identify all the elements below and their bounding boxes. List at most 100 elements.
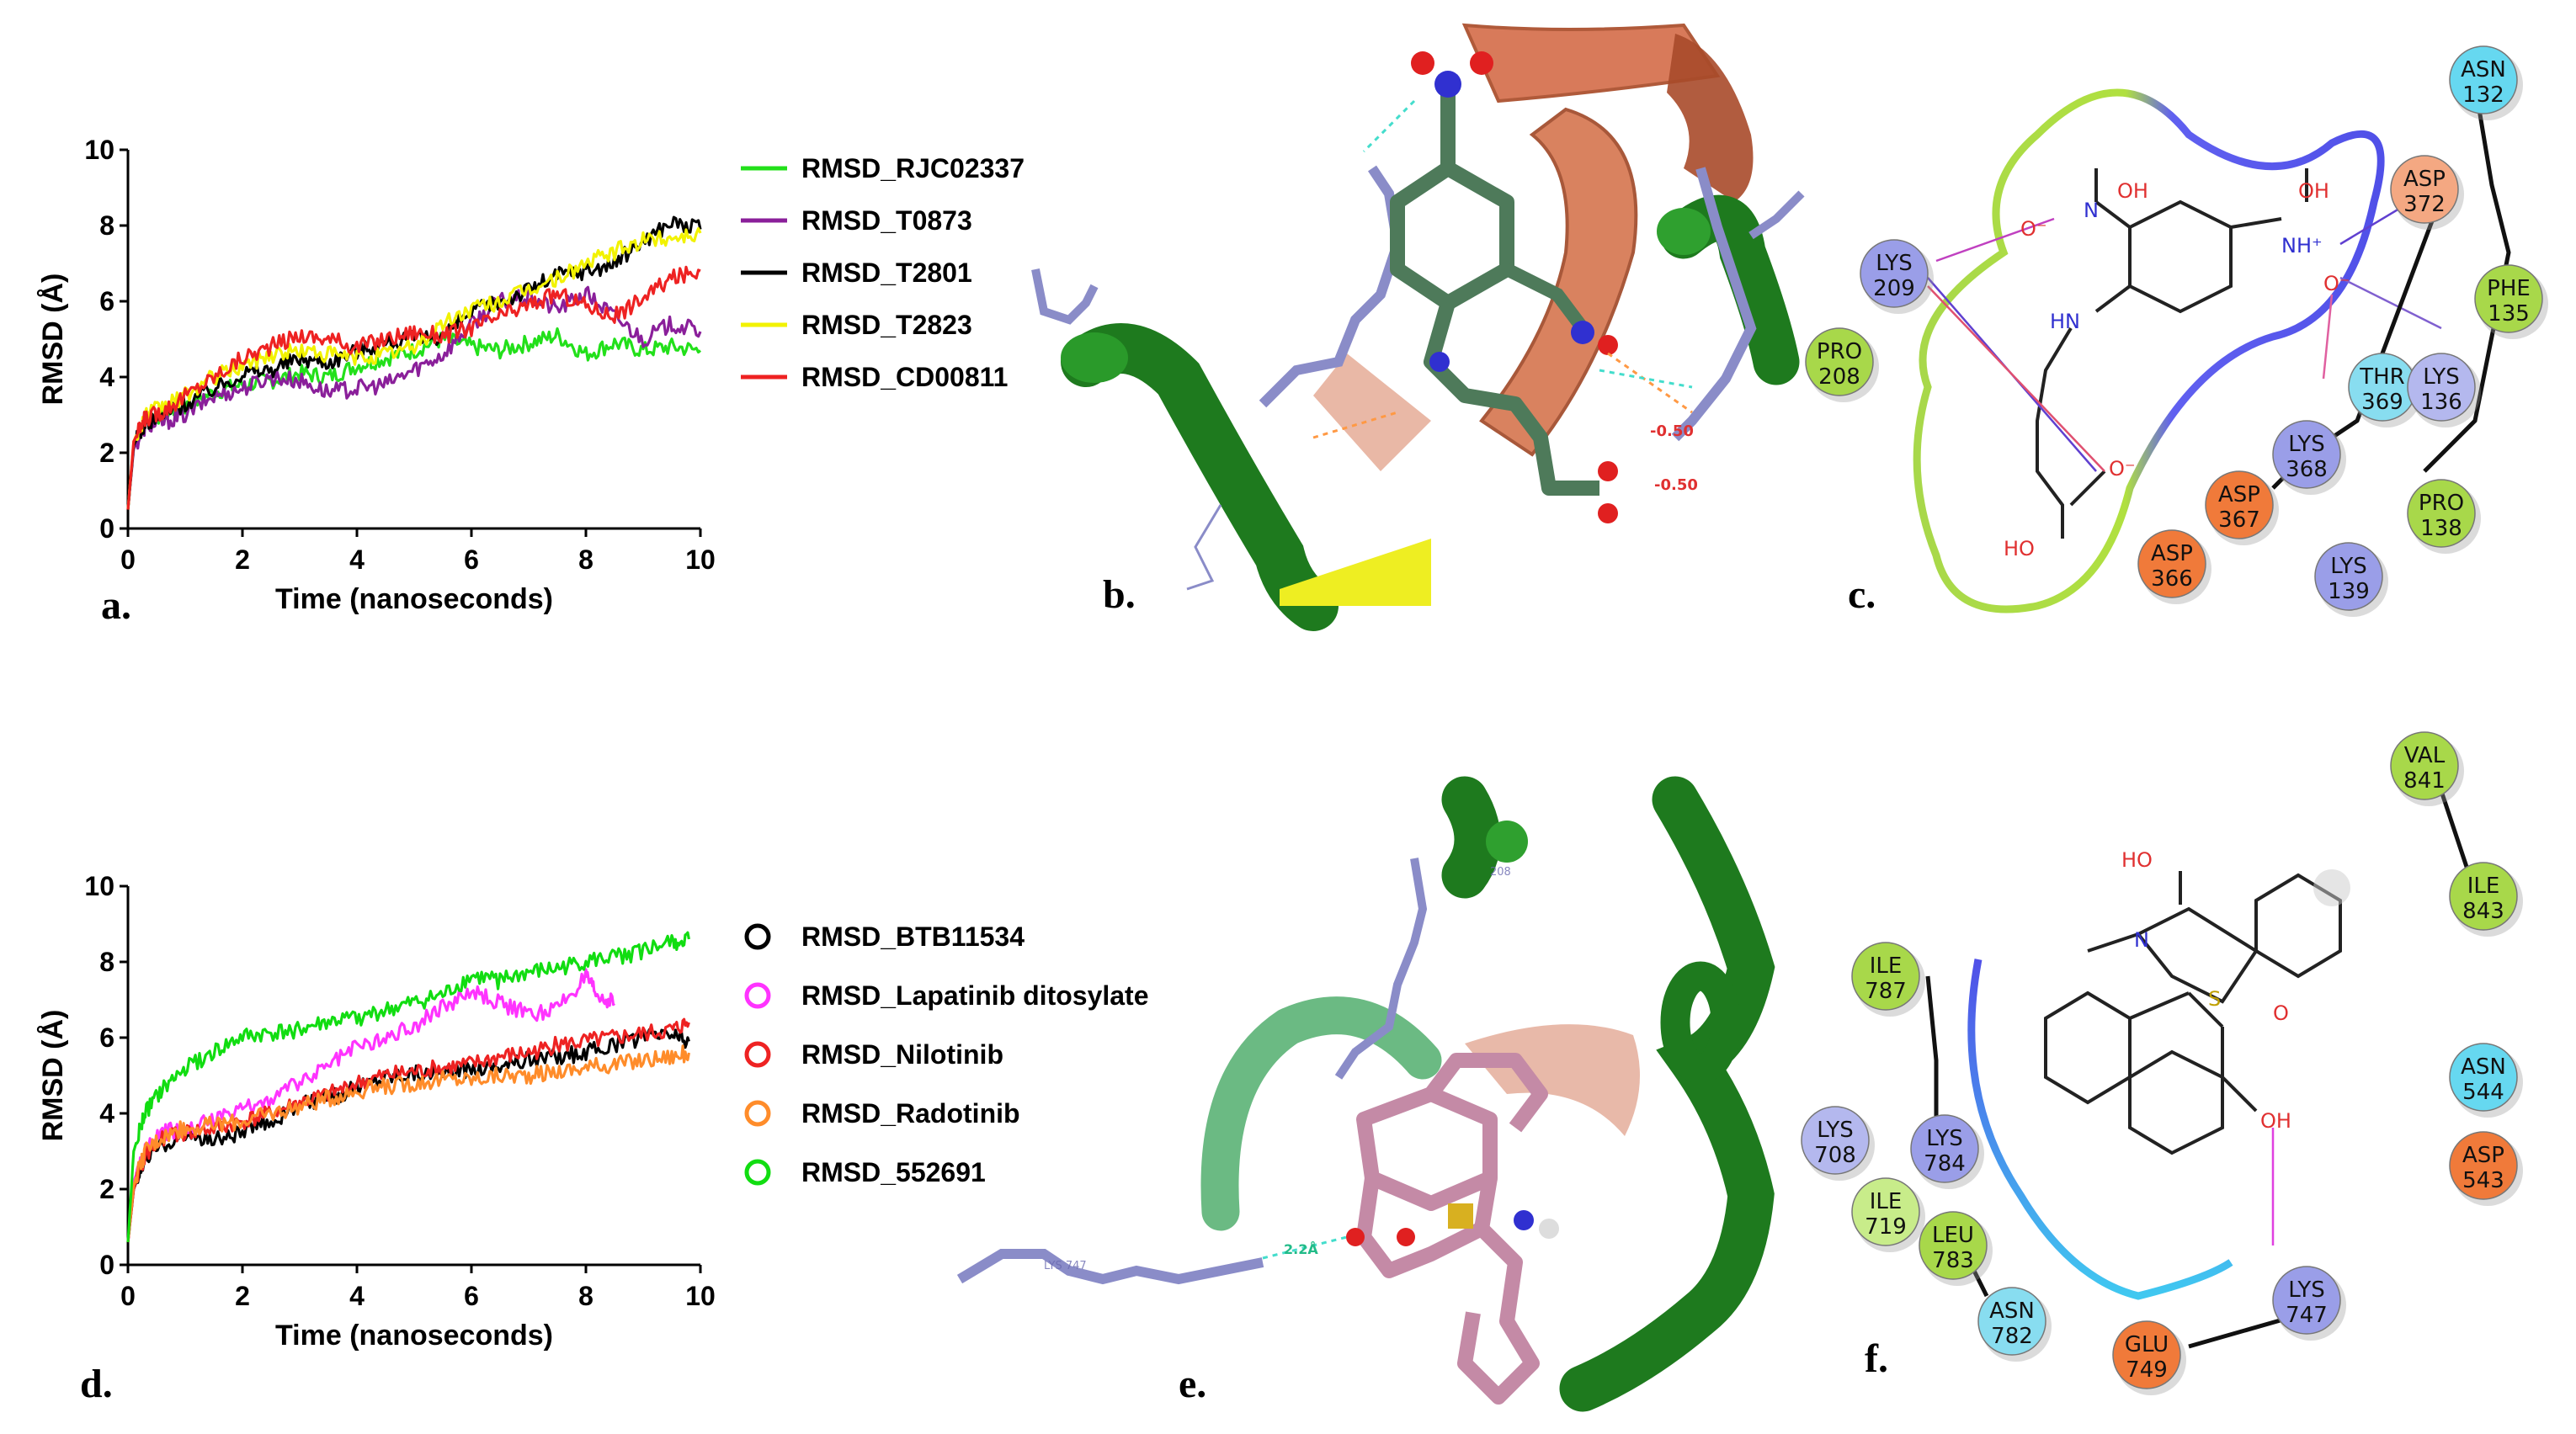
y-tick-label: 10 <box>84 135 114 165</box>
x-axis-label: Time (nanoseconds) <box>275 1320 553 1352</box>
hbond-distance-label: 2.2Å <box>1284 1241 1318 1257</box>
residue-number: 843 <box>2462 899 2504 924</box>
x-tick-label: 6 <box>464 1281 479 1311</box>
x-tick-label: 2 <box>235 544 250 575</box>
y-tick-label: 6 <box>99 1022 114 1053</box>
residue-number: 783 <box>1932 1248 1974 1273</box>
panel-label-d: d. <box>80 1362 113 1406</box>
residue-number: 544 <box>2462 1080 2504 1105</box>
atom-label: N <box>2134 928 2149 952</box>
residue-number: 138 <box>2420 516 2462 541</box>
atom-label: NH⁺ <box>2281 234 2323 258</box>
residue-number: 369 <box>2361 390 2403 415</box>
series-line <box>126 1044 690 1243</box>
legend-swatch <box>744 1159 771 1186</box>
residue-name: PHE <box>2487 276 2531 301</box>
x-tick-label: 4 <box>349 1281 365 1311</box>
panel-b-structure: -0.50 -0.50 <box>1031 23 1805 631</box>
atom-label: OH <box>2117 179 2148 203</box>
residue-name: LYS <box>1817 1118 1853 1143</box>
legend-swatch <box>744 1100 771 1127</box>
residue-name: ASN <box>2461 57 2506 82</box>
y-axis-label: RMSD (Å) <box>37 274 69 406</box>
y-tick-label: 0 <box>99 513 114 544</box>
residue-name: ASP <box>2151 541 2193 566</box>
x-tick-label: 10 <box>685 1281 716 1311</box>
residue-number: 841 <box>2403 768 2446 794</box>
residue-number: 208 <box>1818 364 1860 390</box>
atom-label: HO <box>2004 537 2035 560</box>
legend-label: RMSD_BTB11534 <box>801 921 1025 952</box>
residue-number: 784 <box>1924 1151 1966 1176</box>
y-tick-label: 4 <box>99 1098 114 1129</box>
residue-number: 366 <box>2151 566 2193 592</box>
legend-swatch <box>744 982 771 1009</box>
legend-label: RMSD_Radotinib <box>801 1098 1020 1129</box>
residue-name: THR <box>2359 364 2405 390</box>
residue-name: ILE <box>1870 1189 1903 1214</box>
legend-label: RMSD_CD00811 <box>801 362 1008 392</box>
residue-number: 749 <box>2126 1357 2168 1383</box>
x-axis-label: Time (nanoseconds) <box>275 583 553 615</box>
x-tick-label: 10 <box>685 544 716 575</box>
residue-number: 708 <box>1814 1143 1856 1168</box>
x-tick-label: 8 <box>578 1281 593 1311</box>
atom-label: O⁻ <box>2109 457 2136 481</box>
residue-name: LYS <box>2288 1277 2324 1303</box>
x-tick-label: 0 <box>120 1281 136 1311</box>
atom-label: OH <box>2298 179 2329 203</box>
residue-number: 368 <box>2286 457 2328 482</box>
y-tick-label: 8 <box>99 210 114 241</box>
y-axis-label: RMSD (Å) <box>37 1010 69 1142</box>
residue-name: VAL <box>2404 743 2446 768</box>
residue-number: 139 <box>2328 579 2370 604</box>
residue-number: 135 <box>2488 301 2530 327</box>
charge-label-1: -0.50 <box>1650 422 1694 440</box>
residue-number: 132 <box>2462 82 2504 108</box>
x-tick-label: 2 <box>235 1281 250 1311</box>
residue-number: 747 <box>2286 1303 2328 1328</box>
series-line <box>126 1028 690 1243</box>
atom-label: HN <box>2050 310 2080 333</box>
atom-label: OH <box>2260 1109 2291 1133</box>
legend-label: RMSD_T0873 <box>801 205 972 236</box>
atom-label: O <box>2273 1001 2289 1025</box>
y-tick-label: 8 <box>99 947 114 977</box>
residue-number: 543 <box>2462 1168 2504 1193</box>
residue-number: 136 <box>2420 390 2462 415</box>
atom-label: N <box>2084 199 2099 222</box>
residue-number: 372 <box>2403 192 2446 217</box>
y-tick-label: 2 <box>99 438 114 468</box>
legend-label: RMSD_T2823 <box>801 310 972 340</box>
legend-label: RMSD_RJC02337 <box>801 153 1025 183</box>
atom-label: O⁻ <box>2020 217 2047 241</box>
residue-name: GLU <box>2125 1332 2169 1357</box>
x-tick-label: 4 <box>349 544 365 575</box>
residue-name: ILE <box>1870 953 1903 979</box>
residue-name: ASP <box>2462 1143 2504 1168</box>
y-tick-label: 0 <box>99 1250 114 1280</box>
residue-number: 367 <box>2218 507 2260 533</box>
residue-name: ASP <box>2218 482 2260 507</box>
residue-name: ASN <box>2461 1054 2506 1080</box>
x-tick-label: 6 <box>464 544 479 575</box>
residue-name: LEU <box>1932 1223 1974 1248</box>
residue-number: 209 <box>1873 276 1915 301</box>
residue-name: PRO <box>2419 491 2464 516</box>
